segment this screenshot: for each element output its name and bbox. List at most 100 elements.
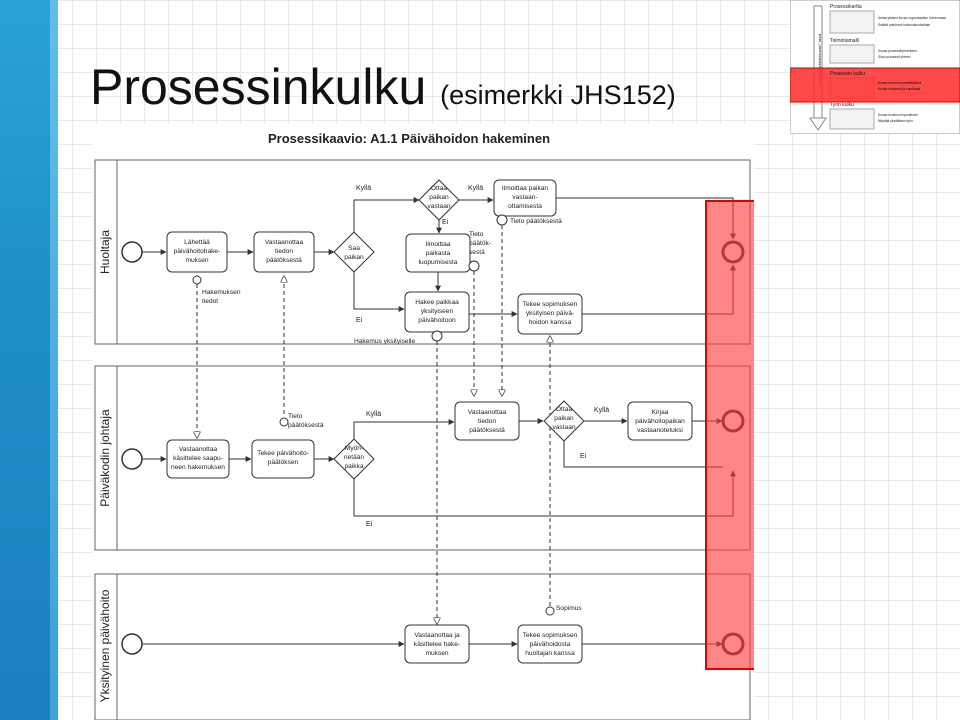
task-tekee-sopimuksen-y: Tekee sopimuksen päivähoidosta huoltajan… (517, 624, 583, 664)
svg-text:paikan: paikan (429, 194, 449, 201)
task-tekee-paatoksen: Tekee päivähoito- päätöksen (251, 439, 315, 479)
svg-text:Tekee sopimuksen: Tekee sopimuksen (523, 301, 578, 308)
svg-text:vastaan: vastaan (427, 203, 450, 210)
svg-text:Vastaanottaa: Vastaanottaa (468, 409, 507, 416)
label-tieto-j: Tieto (288, 413, 303, 420)
thumb-level-3-note-1-hl: Kuvaa toiminnot peräkkäisinä (878, 81, 921, 85)
svg-text:Vastaanottaa ja: Vastaanottaa ja (414, 632, 460, 639)
svg-text:Myön-: Myön- (345, 445, 363, 452)
label-tieto-paatok-2: päätök- (469, 240, 491, 247)
start-event-yksityinen (121, 633, 143, 655)
label-kylla-2: Kyllä (468, 185, 483, 192)
label-ei-2: Ei (356, 317, 363, 324)
svg-text:tiedon: tiedon (275, 248, 293, 255)
label-kylla-1: Kyllä (356, 185, 371, 192)
thumb-side-label: "Kokonaisarkkitehtuurin" tasot (817, 33, 822, 87)
svg-text:paikan: paikan (344, 254, 364, 261)
label-ei-3: Ei (366, 521, 373, 528)
label-ei-4: Ei (580, 453, 587, 460)
svg-text:yksityiseen: yksityiseen (421, 308, 454, 315)
svg-text:huoltajan kanssa: huoltajan kanssa (525, 650, 575, 657)
svg-text:Tekee päivähoito-: Tekee päivähoito- (257, 450, 309, 457)
task-vastaanottaa-tieto-j: Vastaanottaa tiedon päätöksestä (454, 401, 520, 441)
thumb-level-3-highlighted: Prosessin kulku (830, 71, 865, 77)
svg-text:käsittelee hake-: käsittelee hake- (414, 641, 460, 648)
svg-text:muksen: muksen (425, 650, 448, 657)
task-tekee-sopimuksen-h: Tekee sopimuksen yksityisen päivä- hoido… (517, 293, 583, 335)
left-accent-bar (0, 0, 58, 720)
svg-text:Ottaa: Ottaa (556, 406, 572, 413)
svg-text:Vastaanottaa: Vastaanottaa (179, 446, 218, 453)
svg-text:paikasta: paikasta (426, 250, 451, 257)
svg-text:paikan: paikan (554, 415, 574, 422)
label-paatoksesta-j: päätöksestä (288, 422, 324, 429)
svg-text:vastaan-: vastaan- (512, 194, 537, 201)
svg-text:tiedon: tiedon (478, 418, 496, 425)
gateway-ottaa-paikan-j: Ottaa paikan vastaan (543, 400, 585, 442)
svg-text:yksityisen päivä-: yksityisen päivä- (526, 310, 574, 317)
svg-text:Saa: Saa (348, 245, 360, 252)
slide-title-main: Prosessinkulku (90, 59, 427, 115)
thumb-level-1-note-2: Esittää toiminnot kokonaisuuksittain (878, 23, 930, 27)
diagram-title: Prosessikaavio: A1.1 Päivähoidon hakemin… (268, 131, 550, 146)
thumb-level-4: Työn kulku (830, 102, 854, 108)
start-event-huoltaja (121, 241, 143, 263)
slide-title-sub: (esimerkki JHS152) (440, 80, 676, 110)
svg-text:Tekee sopimuksen: Tekee sopimuksen (523, 632, 578, 639)
task-vastaanottaa-kasittelee: Vastaanottaa käsittelee saapu- neen hake… (166, 439, 230, 479)
svg-text:Ilmoittaa paikan: Ilmoittaa paikan (502, 185, 549, 192)
svg-text:ottamisesta: ottamisesta (508, 203, 542, 210)
svg-text:Hakee paikkaa: Hakee paikkaa (415, 299, 459, 306)
slide-title: Prosessinkulku (esimerkki JHS152) (90, 62, 676, 112)
svg-text:hoidon kanssa: hoidon kanssa (529, 319, 572, 326)
thumb-level-4-note-1: Kuvaa toiminnot työvaiheet (878, 113, 918, 117)
architecture-levels-thumbnail: "Kokonaisarkkitehtuurin" tasot Prosessik… (790, 0, 960, 134)
svg-text:Ilmoittaa: Ilmoittaa (426, 241, 451, 248)
svg-text:luopumisesta: luopumisesta (419, 259, 458, 266)
label-kylla-3: Kyllä (366, 411, 381, 418)
thumb-level-1-note-1: Antaa yleisen kuvan organisaation toimin… (878, 16, 946, 20)
gateway-myonnetaan: Myön- netään paikka (333, 438, 375, 480)
thumb-level-4-note-2: Näyttää yksittäisen työn (878, 119, 913, 123)
svg-text:netään: netään (344, 454, 365, 461)
label-tieto-paatok-3: sestä (469, 249, 485, 256)
svg-text:Kirjaa: Kirjaa (652, 409, 669, 416)
task-hakee-paikkaa: Hakee paikkaa yksityiseen päivähoitoon (404, 291, 470, 333)
svg-text:vastaanotetuksi: vastaanotetuksi (637, 427, 683, 434)
label-tiedot: tiedot (202, 298, 218, 305)
task-vastaanottaa-tieto-h: Vastaanottaa tiedon päätöksestä (253, 231, 315, 273)
svg-text:päätöksestä: päätöksestä (469, 427, 505, 434)
task-vastaanottaa-hake: Vastaanottaa ja käsittelee hake- muksen (404, 624, 470, 664)
svg-text:päätöksen: päätöksen (268, 459, 299, 466)
svg-text:käsittelee saapu-: käsittelee saapu- (173, 455, 223, 462)
task-kirjaa: Kirjaa päivähoitopaikan vastaanotetuksi (627, 401, 693, 441)
start-event-johtaja (121, 448, 143, 470)
label-tieto-paatok: Tieto (469, 231, 484, 238)
lane-label-johtaja: Päiväkodin johtaja (98, 409, 112, 507)
thumb-highlight (790, 67, 960, 103)
lane-label-yksityinen: Yksityinen päivähoito (98, 589, 112, 702)
label-tieto-paatoksesta-1: Tieto päätöksestä (510, 218, 562, 225)
lane-label-huoltaja: Huoltaja (98, 230, 112, 274)
label-hakemus-yksityiselle: Hakemus yksityiselle (354, 338, 416, 345)
thumb-level-2: Toimintamalli (830, 38, 859, 44)
svg-text:neen hakemuksen: neen hakemuksen (171, 464, 225, 471)
svg-text:muksen: muksen (185, 257, 208, 264)
svg-text:Ottaa: Ottaa (431, 185, 447, 192)
svg-text:paikka: paikka (344, 463, 363, 470)
task-lahettaa: Lähettää päivähoitohake- muksen (166, 231, 228, 273)
gateway-ottaa-paikan-h: Ottaa paikan vastaan (418, 179, 460, 221)
task-ilmoittaa-luopumisesta: Ilmoittaa paikasta luopumisesta (405, 233, 471, 273)
svg-text:Vastaanottaa: Vastaanottaa (265, 239, 304, 246)
label-kylla-4: Kyllä (594, 407, 609, 414)
svg-text:päivähoidosta: päivähoidosta (530, 641, 571, 648)
process-diagram: Prosessikaavio: A1.1 Päivähoidon hakemin… (92, 124, 754, 720)
label-hakemuksen: Hakemuksen (202, 289, 241, 296)
svg-text:päivähoitopaikan: päivähoitopaikan (635, 418, 685, 425)
thumb-level-2-note-2: Sitoo prosessit yhteen (878, 55, 911, 59)
svg-text:päivähoitoon: päivähoitoon (418, 317, 456, 324)
label-ei-1: Ei (442, 219, 449, 226)
thumb-level-3-note-2-hl: Kuvaa toiminnot ja suorittajat (878, 87, 920, 91)
thumb-level-1: Prosessikartta (830, 4, 862, 10)
svg-text:Lähettää: Lähettää (184, 239, 210, 246)
